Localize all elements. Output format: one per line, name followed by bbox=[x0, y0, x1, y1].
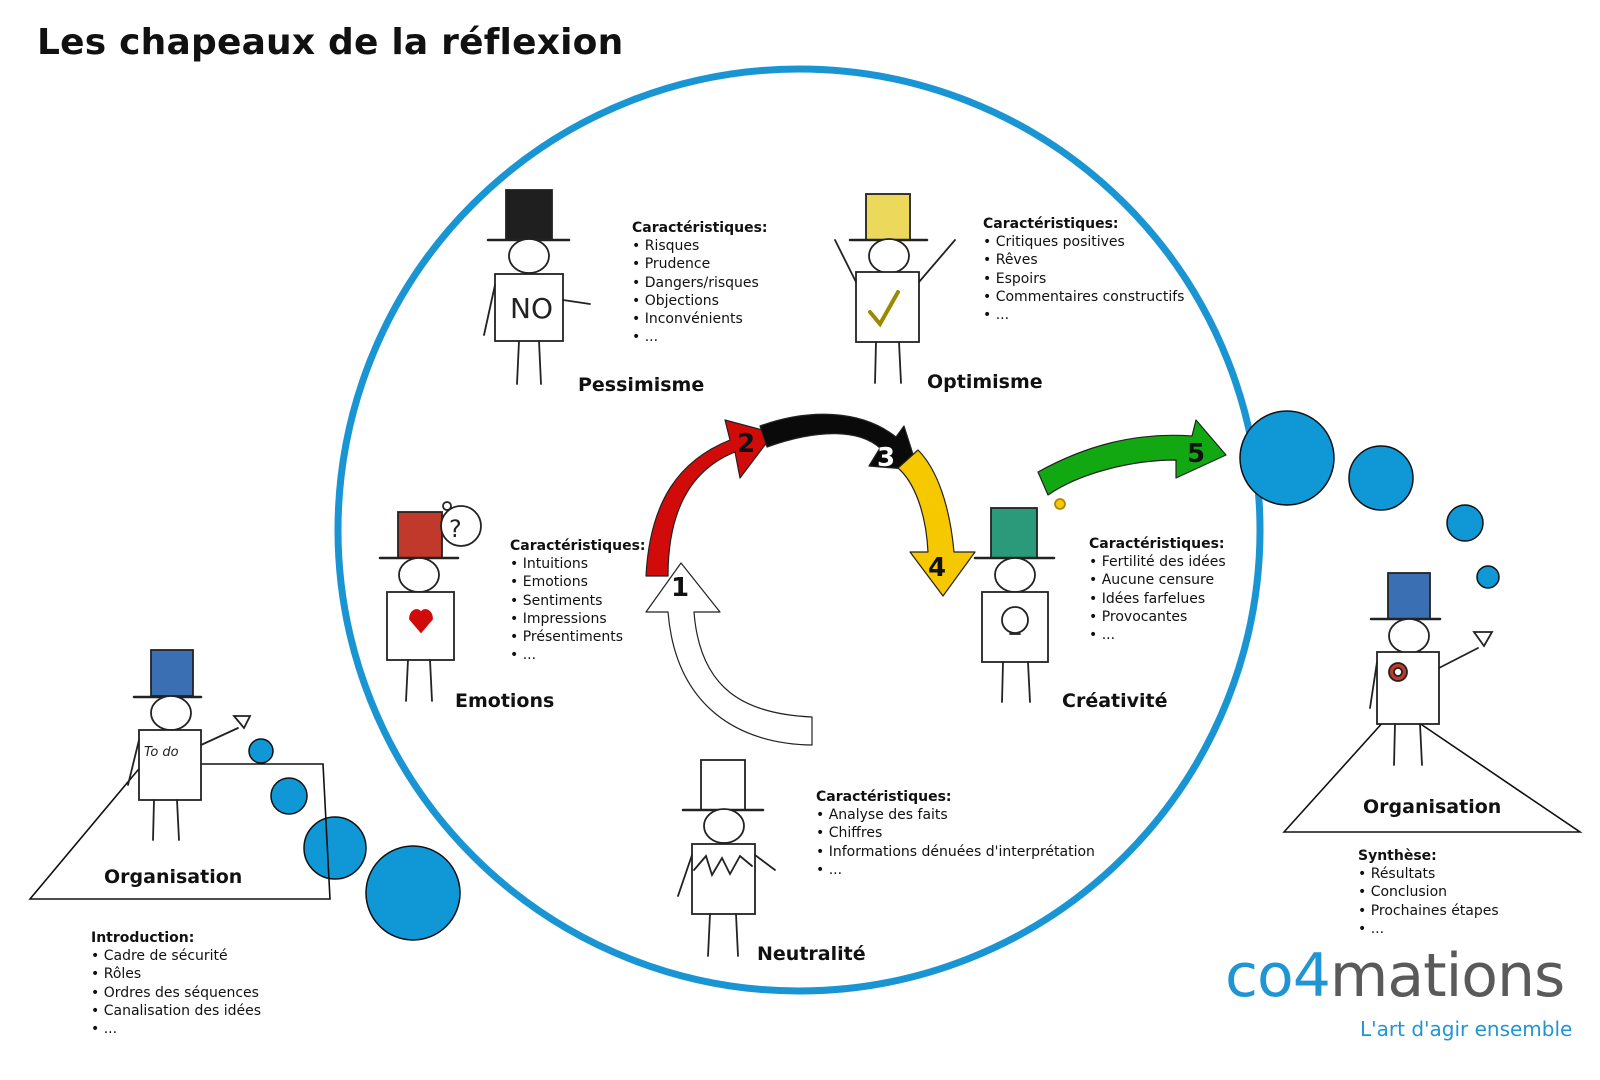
page-title: Les chapeaux de la réflexion bbox=[37, 22, 624, 63]
list-item: ... bbox=[1089, 626, 1226, 644]
info-organisation-left: Introduction: Cadre de sécurité Rôles Or… bbox=[91, 929, 261, 1038]
info-organisation-right: Synthèse: Résultats Conclusion Prochaine… bbox=[1358, 847, 1499, 938]
info-creativite: Caractéristiques: Fertilité des idées Au… bbox=[1089, 535, 1226, 644]
step-number-2: 2 bbox=[737, 429, 755, 459]
list-item: Ordres des séquences bbox=[91, 984, 261, 1002]
info-heading: Caractéristiques: bbox=[1089, 536, 1225, 552]
list-item: ... bbox=[91, 1020, 261, 1038]
label-creativite: Créativité bbox=[1062, 690, 1168, 712]
list-item: ... bbox=[816, 861, 1095, 879]
figure-optimisme bbox=[834, 193, 956, 384]
label-pessimisme: Pessimisme bbox=[578, 374, 705, 396]
info-heading: Synthèse: bbox=[1358, 848, 1437, 864]
list-item: Fertilité des idées bbox=[1089, 553, 1226, 571]
figure-organisation-right bbox=[1369, 572, 1494, 766]
logo-part-mations: mations bbox=[1329, 941, 1565, 1011]
list-item: Analyse des faits bbox=[816, 806, 1095, 824]
arrow-white bbox=[645, 562, 813, 746]
logo-part-co: co bbox=[1225, 941, 1294, 1011]
arrow-yellow bbox=[897, 449, 976, 597]
list-item: Objections bbox=[632, 292, 768, 310]
shirt-text-todo: To do bbox=[144, 745, 179, 760]
info-heading: Caractéristiques: bbox=[983, 216, 1119, 232]
arrow-red bbox=[645, 419, 775, 577]
brand-logo: co4mations bbox=[1225, 946, 1565, 1006]
list-item: Provocantes bbox=[1089, 608, 1226, 626]
list-item: Risques bbox=[632, 237, 768, 255]
list-item: Commentaires constructifs bbox=[983, 288, 1185, 306]
figure-creativite bbox=[973, 498, 1066, 703]
list-item: Sentiments bbox=[510, 592, 646, 610]
step-number-5: 5 bbox=[1187, 439, 1205, 469]
list-item: Inconvénients bbox=[632, 310, 768, 328]
thought-bubbles-left bbox=[248, 738, 461, 941]
step-number-1: 1 bbox=[671, 573, 689, 603]
list-item: Prudence bbox=[632, 255, 768, 273]
triangle-left bbox=[28, 763, 331, 900]
list-item: Espoirs bbox=[983, 270, 1184, 288]
info-heading: Caractéristiques: bbox=[816, 789, 952, 805]
list-item: Intuitions bbox=[510, 555, 646, 573]
main-circle bbox=[334, 65, 1264, 995]
step-number-3: 3 bbox=[877, 443, 895, 473]
shirt-text-no: NO bbox=[510, 292, 553, 325]
info-heading: Introduction: bbox=[91, 930, 195, 946]
info-heading: Caractéristiques: bbox=[510, 538, 646, 554]
figure-neutralite bbox=[677, 759, 776, 957]
info-pessimisme: Caractéristiques: Risques Prudence Dange… bbox=[632, 219, 768, 346]
logo-tagline: L'art d'agir ensemble bbox=[1360, 1017, 1573, 1041]
list-item: Présentiments bbox=[510, 628, 646, 646]
list-item: ... bbox=[983, 306, 1184, 324]
figure-pessimisme bbox=[483, 189, 591, 385]
label-organisation-right: Organisation bbox=[1363, 796, 1502, 818]
label-neutralite: Neutralité bbox=[757, 943, 866, 965]
arrow-green bbox=[1037, 419, 1227, 496]
list-item: Canalisation des idées bbox=[91, 1002, 261, 1020]
figure-emotions bbox=[378, 501, 482, 702]
label-optimisme: Optimisme bbox=[927, 371, 1043, 393]
label-emotions: Emotions bbox=[455, 690, 555, 712]
logo-part-4: 4 bbox=[1292, 941, 1331, 1011]
list-item: Rêves bbox=[983, 251, 1184, 269]
list-item: Impressions bbox=[510, 610, 646, 628]
list-item: Rôles bbox=[91, 965, 261, 983]
list-item: Informations dénuées d'interprétation bbox=[816, 843, 1095, 861]
list-item: Aucune censure bbox=[1089, 571, 1226, 589]
arrow-black bbox=[759, 413, 919, 471]
step-number-4: 4 bbox=[928, 553, 946, 583]
list-item: Prochaines étapes bbox=[1358, 902, 1499, 920]
figure-organisation-left bbox=[127, 649, 252, 841]
list-item: Critiques positives bbox=[983, 233, 1184, 251]
list-item: Résultats bbox=[1358, 865, 1499, 883]
question-mark-icon: ? bbox=[449, 515, 462, 543]
list-item: Chiffres bbox=[816, 824, 1095, 842]
info-optimisme: Caractéristiques: Critiques positives Rê… bbox=[983, 215, 1184, 324]
list-item: Dangers/risques bbox=[632, 274, 768, 292]
list-item: Idées farfelues bbox=[1089, 590, 1226, 608]
info-heading: Caractéristiques: bbox=[632, 220, 768, 236]
label-organisation-left: Organisation bbox=[104, 866, 243, 888]
info-emotions: Caractéristiques: Intuitions Emotions Se… bbox=[510, 537, 646, 664]
list-item: Conclusion bbox=[1358, 883, 1499, 901]
list-item: ... bbox=[510, 646, 646, 664]
list-item: Cadre de sécurité bbox=[91, 947, 261, 965]
list-item: ... bbox=[632, 328, 768, 346]
cycle-arrows bbox=[645, 413, 1227, 746]
thought-bubbles-right bbox=[1239, 410, 1500, 589]
info-neutralite: Caractéristiques: Analyse des faits Chif… bbox=[816, 788, 1095, 879]
list-item: ... bbox=[1358, 920, 1499, 938]
list-item: Emotions bbox=[510, 573, 646, 591]
